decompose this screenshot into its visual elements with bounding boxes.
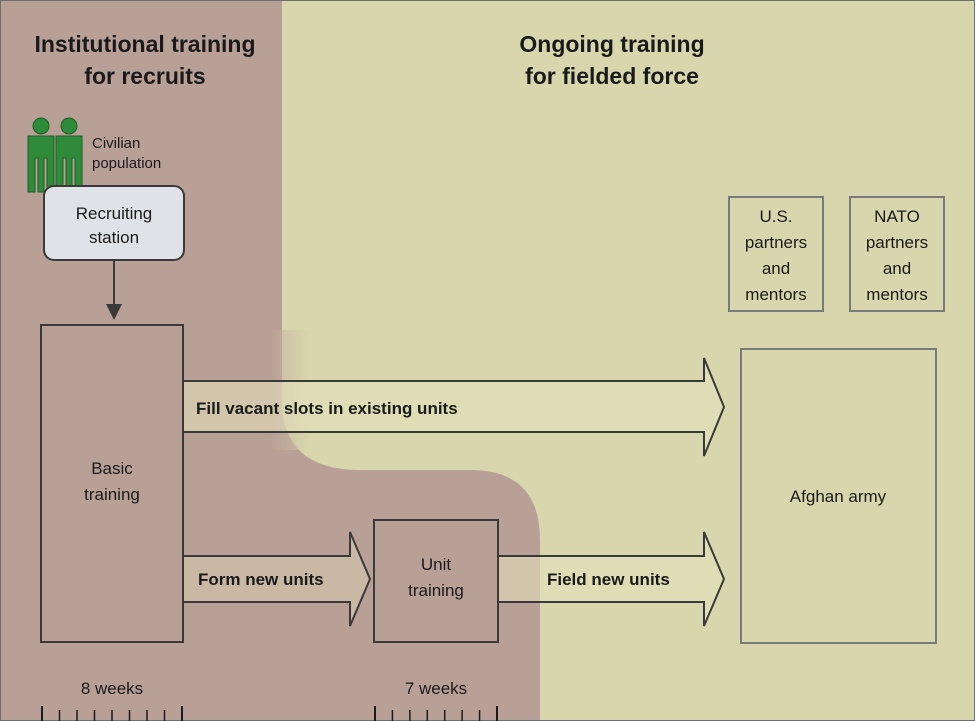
nato-partners-line4: mentors: [866, 285, 927, 304]
afghan-army-box: [740, 348, 937, 644]
us-partners-line2: partners: [745, 233, 807, 252]
recruiting-station-line1: Recruiting: [76, 204, 153, 223]
header-institutional-line2: for recruits: [84, 63, 205, 89]
basic-duration-label: 8 weeks: [81, 679, 143, 698]
form-new-units-label: Form new units: [198, 570, 324, 589]
unit-duration-ticks: [374, 706, 498, 721]
fill-vacant-slots-label: Fill vacant slots in existing units: [196, 399, 458, 418]
form-new-units-arrow: [182, 531, 372, 627]
field-new-units-label: Field new units: [547, 570, 670, 589]
header-ongoing-line2: for fielded force: [525, 63, 699, 89]
unit-training-line2: training: [408, 581, 464, 600]
us-partners-line3: and: [762, 259, 790, 278]
basic-training-line1: Basic: [91, 459, 133, 478]
nato-partners-line3: and: [883, 259, 911, 278]
afghan-army-label: Afghan army: [790, 487, 887, 506]
fill-vacant-slots-arrow: [182, 357, 726, 457]
unit-training-box: [373, 519, 499, 643]
field-new-units-arrow: [497, 531, 726, 627]
nato-partners-line1: NATO: [874, 207, 920, 226]
civilian-label-line2: population: [92, 155, 161, 172]
unit-training-line1: Unit: [421, 555, 452, 574]
recruiting-station-box: [43, 185, 185, 261]
us-partners-line4: mentors: [745, 285, 806, 304]
nato-partners-line2: partners: [866, 233, 928, 252]
basic-training-line2: training: [84, 485, 140, 504]
us-partners-line1: U.S.: [759, 207, 792, 226]
us-partners-box: [728, 196, 824, 312]
recruiting-station-line2: station: [89, 228, 139, 247]
unit-duration-label: 7 weeks: [405, 679, 467, 698]
basic-training-box: [40, 324, 184, 643]
recruit-flow-arrowhead: [106, 304, 122, 320]
header-ongoing-line1: Ongoing training: [519, 31, 704, 57]
civilian-label-line1: Civilian: [92, 135, 140, 152]
nato-partners-box: [849, 196, 945, 312]
header-institutional-line1: Institutional training: [34, 31, 255, 57]
basic-duration-ticks: [41, 706, 183, 721]
